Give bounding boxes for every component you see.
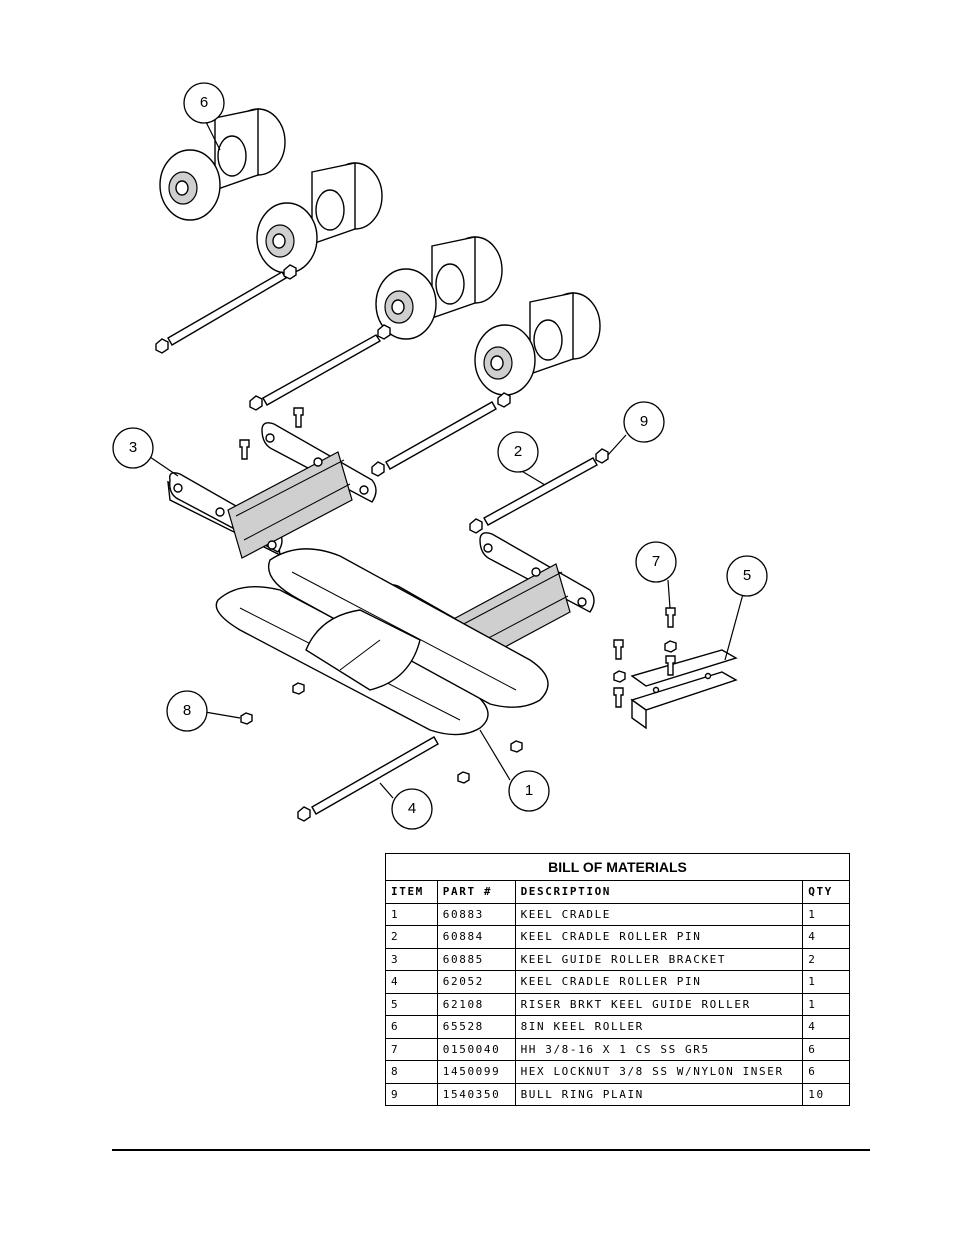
bom-description: RISER BRKT KEEL GUIDE ROLLER: [514, 992, 804, 1016]
bom-description: 8IN KEEL ROLLER: [514, 1015, 804, 1039]
item-balloon-1: 1: [508, 770, 550, 812]
bom-part: 1450099: [436, 1060, 516, 1084]
bom-description: BULL RING PLAIN: [514, 1082, 804, 1106]
bom-part: 60883: [436, 902, 516, 926]
bom-description: HEX LOCKNUT 3/8 SS W/NYLON INSER: [514, 1060, 804, 1084]
item-balloon-3: 3: [112, 427, 154, 469]
guide-roller-bracket: [167, 422, 377, 559]
balloon-label: 2: [514, 443, 522, 460]
item-balloon-5: 5: [726, 555, 768, 597]
bom-title-row: BILL OF MATERIALS: [385, 853, 850, 881]
balloon-label: 7: [652, 553, 660, 570]
table-row: 9 1540350 BULL RING PLAIN 10: [385, 1082, 850, 1106]
item-balloon-8: 8: [166, 690, 208, 732]
bom-item: 7: [385, 1037, 438, 1061]
bom-header-item: ITEM: [385, 880, 438, 904]
bom-title: BILL OF MATERIALS: [385, 853, 850, 881]
item-balloon-4: 4: [391, 788, 433, 830]
table-row: 3 60885 KEEL GUIDE ROLLER BRACKET 2: [385, 947, 850, 971]
balloon-label: 6: [200, 94, 208, 111]
balloon-label: 8: [183, 702, 191, 719]
bom-qty: 1: [802, 992, 850, 1016]
keel-cradle: [215, 548, 549, 736]
bull-ring-group: [155, 264, 609, 822]
keel-roller: [375, 236, 503, 340]
bom-qty: 10: [802, 1082, 850, 1106]
bom-description: KEEL CRADLE ROLLER PIN: [514, 970, 804, 994]
table-row: 4 62052 KEEL CRADLE ROLLER PIN 1: [385, 970, 850, 994]
table-row: 6 65528 8IN KEEL ROLLER 4: [385, 1015, 850, 1039]
bill-of-materials-table: BILL OF MATERIALS ITEM PART # DESCRIPTIO…: [385, 853, 850, 1106]
fastener-group: [239, 407, 677, 784]
table-row: 1 60883 KEEL CRADLE 1: [385, 902, 850, 926]
keel-roller: [256, 162, 383, 274]
bom-qty: 4: [802, 1015, 850, 1039]
bom-part: 1540350: [436, 1082, 516, 1106]
balloon-label: 9: [640, 413, 648, 430]
balloon-label: 4: [408, 800, 416, 817]
bom-description: KEEL CRADLE ROLLER PIN: [514, 925, 804, 949]
bom-qty: 6: [802, 1037, 850, 1061]
bom-part: 0150040: [436, 1037, 516, 1061]
item-balloon-9: 9: [623, 401, 665, 443]
bom-item: 8: [385, 1060, 438, 1084]
table-row: 7 0150040 HH 3/8-16 X 1 CS SS GR5 6: [385, 1037, 850, 1061]
bom-qty: 4: [802, 925, 850, 949]
bom-description: KEEL CRADLE: [514, 902, 804, 926]
balloon-label: 1: [525, 782, 533, 799]
bom-description: HH 3/8-16 X 1 CS SS GR5: [514, 1037, 804, 1061]
footer-divider: [112, 1149, 870, 1151]
keel-roller: [159, 108, 286, 221]
bom-item: 1: [385, 902, 438, 926]
keel-roller-group: [159, 108, 601, 396]
table-row: 5 62108 RISER BRKT KEEL GUIDE ROLLER 1: [385, 992, 850, 1016]
bom-item: 9: [385, 1082, 438, 1106]
item-balloon-2: 2: [497, 431, 539, 473]
item-balloon-7: 7: [635, 541, 677, 583]
bom-part: 62052: [436, 970, 516, 994]
balloon-label: 5: [743, 567, 751, 584]
bom-qty: 1: [802, 902, 850, 926]
bom-item: 6: [385, 1015, 438, 1039]
bom-header-qty: QTY: [802, 880, 850, 904]
table-row: 2 60884 KEEL CRADLE ROLLER PIN 4: [385, 925, 850, 949]
bom-header-description: DESCRIPTION: [514, 880, 804, 904]
bom-part: 65528: [436, 1015, 516, 1039]
bom-qty: 2: [802, 947, 850, 971]
bom-part: 60885: [436, 947, 516, 971]
bom-description: KEEL GUIDE ROLLER BRACKET: [514, 947, 804, 971]
bom-part: 62108: [436, 992, 516, 1016]
table-row: 8 1450099 HEX LOCKNUT 3/8 SS W/NYLON INS…: [385, 1060, 850, 1084]
roller-pin-group: [167, 271, 598, 815]
item-balloon-6: 6: [183, 82, 225, 124]
bom-qty: 1: [802, 970, 850, 994]
bom-item: 4: [385, 970, 438, 994]
exploded-assembly-drawing: 6 3 2 9 7 5 8 1 4: [112, 82, 768, 830]
bom-item: 5: [385, 992, 438, 1016]
bom-qty: 6: [802, 1060, 850, 1084]
bom-part: 60884: [436, 925, 516, 949]
keel-roller: [474, 292, 601, 396]
bom-item: 2: [385, 925, 438, 949]
leader-lines: [149, 119, 744, 799]
riser-bracket: [630, 649, 738, 730]
balloon-label: 3: [129, 439, 137, 456]
bom-header-part: PART #: [436, 880, 516, 904]
bom-item: 3: [385, 947, 438, 971]
bom-header-row: ITEM PART # DESCRIPTION QTY: [385, 880, 850, 904]
